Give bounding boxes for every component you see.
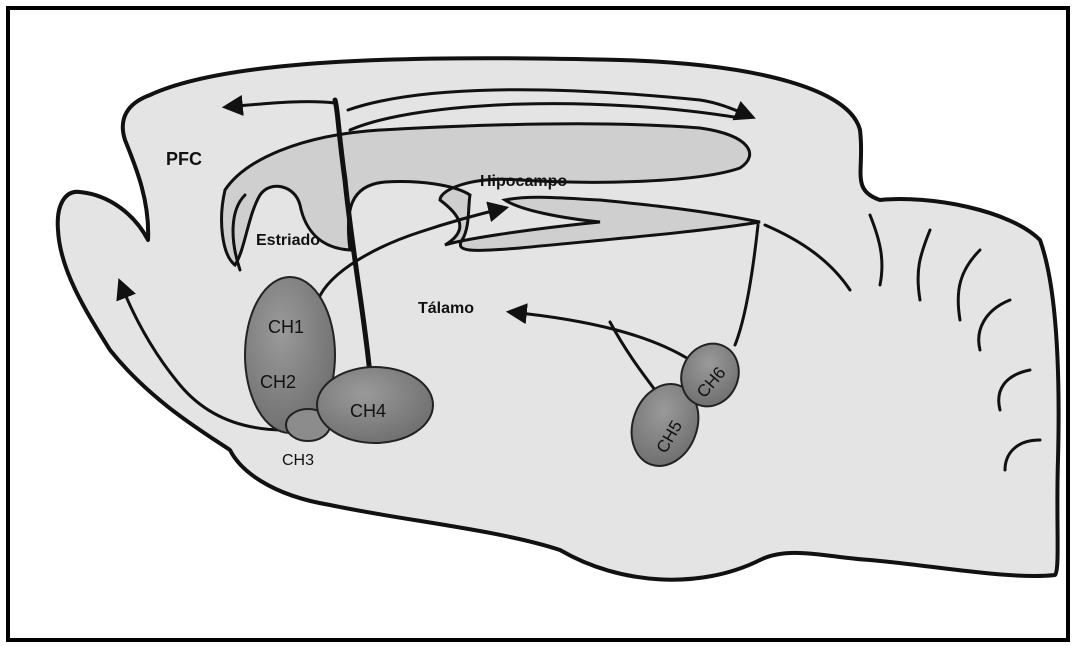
ch4-label: CH4 — [350, 401, 386, 421]
ch1-label: CH1 — [268, 317, 304, 337]
pfc-label: PFC — [166, 149, 202, 169]
ch2-label: CH2 — [260, 372, 296, 392]
ch3-label: CH3 — [282, 452, 314, 469]
estriado-label: Estriado — [256, 232, 320, 249]
talamo-label: Tálamo — [418, 300, 474, 317]
hipocampo-label: Hipocampo — [480, 173, 567, 190]
